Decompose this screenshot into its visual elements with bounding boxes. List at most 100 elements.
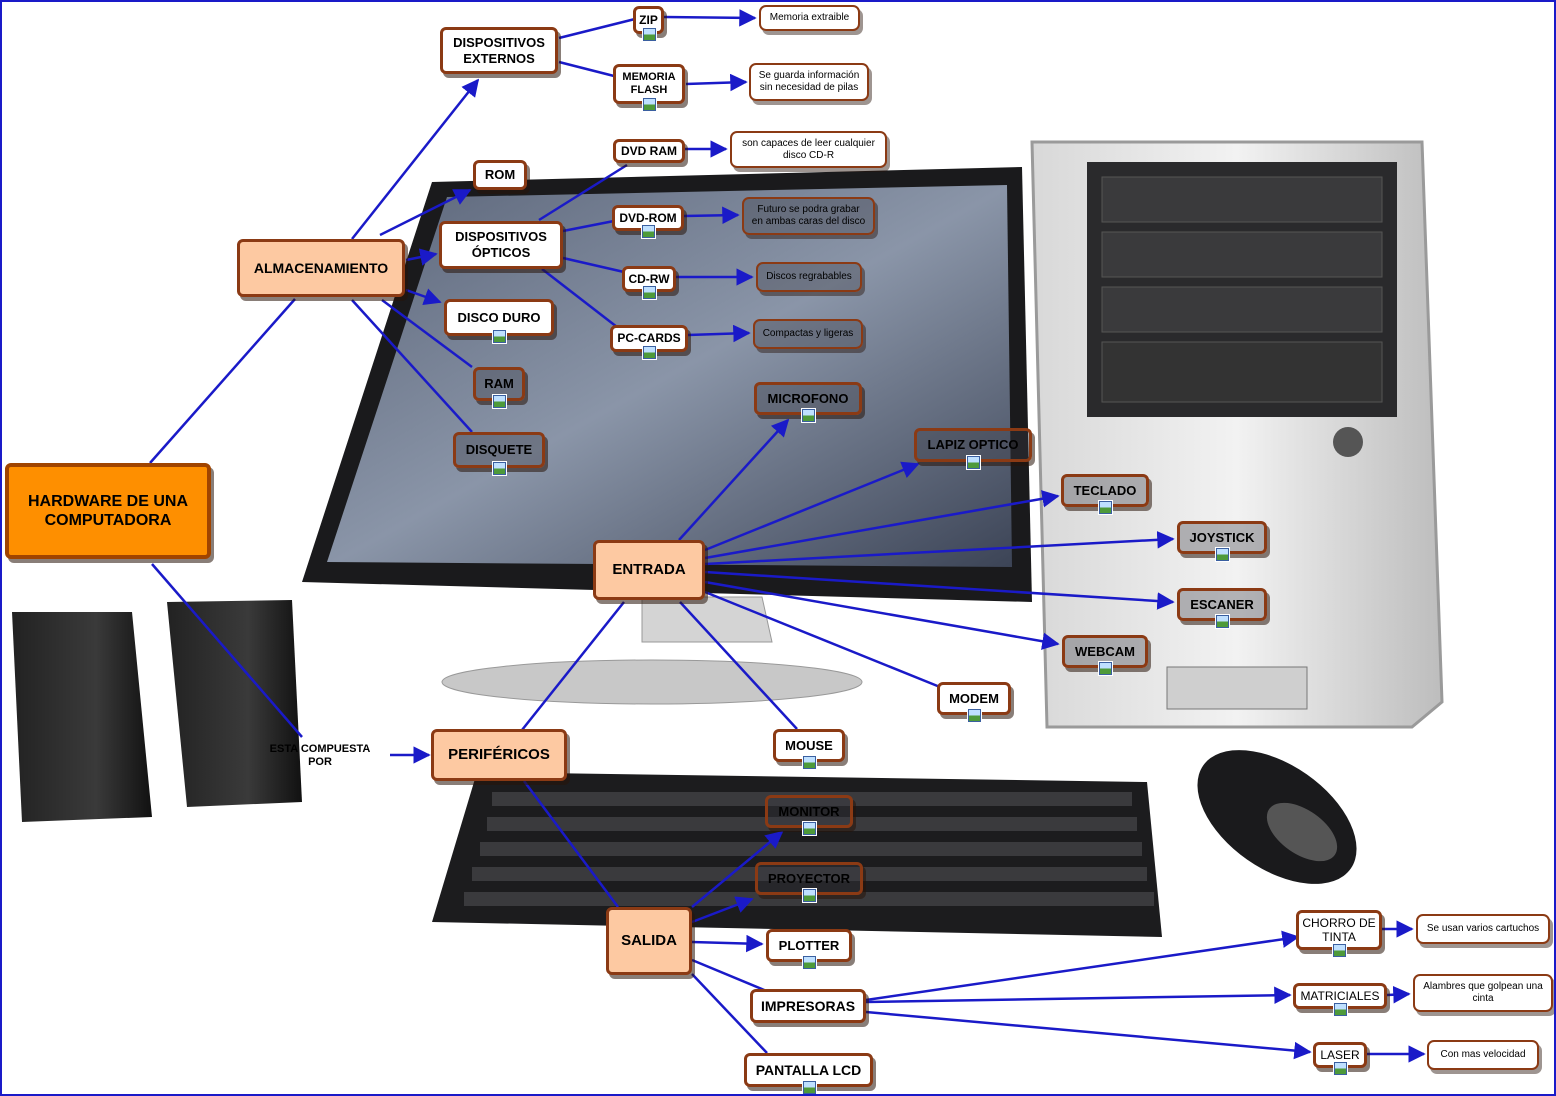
mouse-node[interactable]: MOUSE xyxy=(773,729,845,769)
entrada-label: ENTRADA xyxy=(612,561,686,578)
dvd-ram-note-text: son capaces de leer cualquier disco CD-R xyxy=(742,137,875,161)
teclado-node[interactable]: TECLADO xyxy=(1061,474,1149,514)
root-concept-node[interactable]: HARDWARE DE UNA COMPUTADORA xyxy=(5,463,211,559)
image-icon[interactable] xyxy=(1099,662,1112,675)
image-icon[interactable] xyxy=(493,395,506,408)
image-icon[interactable] xyxy=(642,28,656,41)
memoria-flash-note[interactable]: Se guarda información sin necesidad de p… xyxy=(749,63,869,101)
impresoras-label: IMPRESORAS xyxy=(760,997,856,1014)
image-icon[interactable] xyxy=(643,98,656,111)
connection-line xyxy=(704,490,1060,560)
microfono-label: MICROFONO xyxy=(767,390,849,406)
image-icon[interactable] xyxy=(1216,548,1229,561)
monitor-node[interactable]: MONITOR xyxy=(765,795,853,835)
zip-node[interactable]: ZIP xyxy=(633,6,664,41)
connection-line xyxy=(691,896,754,924)
joystick-label: JOYSTICK xyxy=(1189,529,1255,545)
laser-node[interactable]: LASER xyxy=(1313,1042,1367,1075)
chorro-de-tinta-note-text: Se usan varios cartuchos xyxy=(1426,923,1540,934)
image-icon[interactable] xyxy=(968,709,981,722)
connection-line xyxy=(865,986,1292,1005)
perifericos-node[interactable]: PERIFÉRICOS xyxy=(431,729,567,781)
microfono-node[interactable]: MICROFONO xyxy=(754,382,862,422)
laser-note[interactable]: Con mas velocidad xyxy=(1427,1040,1539,1070)
cd-rw-note[interactable]: Discos regrabables xyxy=(756,262,862,292)
image-icon[interactable] xyxy=(802,1081,816,1094)
connection-line xyxy=(691,973,768,1054)
image-icon[interactable] xyxy=(803,822,816,835)
almacenamiento-label: ALMACENAMIENTO xyxy=(253,259,389,276)
connection-line xyxy=(704,531,1175,566)
matriciales-label: MATRICIALES xyxy=(1300,988,1380,1003)
escaner-node[interactable]: ESCANER xyxy=(1177,588,1267,628)
image-icon[interactable] xyxy=(1099,501,1112,514)
connection-line xyxy=(558,60,615,78)
connection-line xyxy=(405,288,442,306)
image-icon[interactable] xyxy=(493,330,506,343)
connection-line xyxy=(562,256,625,274)
image-icon[interactable] xyxy=(803,756,816,769)
image-icon[interactable] xyxy=(1216,615,1229,628)
connection-line xyxy=(541,268,618,328)
dvd-ram-note[interactable]: son capaces de leer cualquier disco CD-R xyxy=(730,131,887,168)
connection-line xyxy=(562,219,615,233)
zip-note-text: Memoria extraible xyxy=(769,12,850,23)
connection-line xyxy=(522,780,620,908)
joystick-node[interactable]: JOYSTICK xyxy=(1177,521,1267,561)
modem-node[interactable]: MODEM xyxy=(937,682,1011,722)
dvd-ram-node[interactable]: DVD RAM xyxy=(613,139,685,163)
dvd-rom-node[interactable]: DVD-ROM xyxy=(612,205,684,238)
pc-cards-node[interactable]: PC-CARDS xyxy=(610,325,688,359)
pantalla-lcd-label: PANTALLA LCD xyxy=(755,1061,862,1078)
image-icon[interactable] xyxy=(642,225,655,238)
ram-label: RAM xyxy=(484,376,514,392)
image-icon[interactable] xyxy=(493,462,506,475)
proyector-node[interactable]: PROYECTOR xyxy=(755,862,863,902)
connection-line xyxy=(663,9,757,27)
chorro-de-tinta-node[interactable]: CHORRO DE TINTA xyxy=(1296,910,1382,957)
image-icon[interactable] xyxy=(643,286,656,299)
rom-node[interactable]: ROM xyxy=(473,160,527,190)
connection-line xyxy=(538,163,628,222)
lapiz-optico-node[interactable]: LAPIZ OPTICO xyxy=(914,428,1032,469)
image-icon[interactable] xyxy=(967,456,980,469)
pc-cards-label: PC-CARDS xyxy=(617,331,681,346)
plotter-node[interactable]: PLOTTER xyxy=(766,929,852,969)
salida-node[interactable]: SALIDA xyxy=(606,907,692,975)
disco-duro-node[interactable]: DISCO DURO xyxy=(444,299,554,343)
image-icon[interactable] xyxy=(643,346,656,359)
entrada-node[interactable]: ENTRADA xyxy=(593,540,705,600)
webcam-node[interactable]: WEBCAM xyxy=(1062,635,1148,675)
memoria-flash-node[interactable]: MEMORIA FLASH xyxy=(613,64,685,111)
dvd-rom-note[interactable]: Futuro se podra grabar en ambas caras de… xyxy=(742,197,875,235)
pantalla-lcd-node[interactable]: PANTALLA LCD xyxy=(744,1053,873,1094)
matriciales-note[interactable]: Alambres que golpean una cinta xyxy=(1413,974,1553,1012)
ram-node[interactable]: RAM xyxy=(473,367,525,408)
image-icon[interactable] xyxy=(1333,944,1346,957)
impresoras-node[interactable]: IMPRESORAS xyxy=(750,989,866,1023)
image-icon[interactable] xyxy=(803,956,816,969)
image-icon[interactable] xyxy=(1334,1062,1347,1075)
chorro-de-tinta-note[interactable]: Se usan varios cartuchos xyxy=(1416,914,1550,944)
connector-phrase: ESTA COMPUESTA POR xyxy=(269,743,371,769)
zip-label: ZIP xyxy=(639,12,658,27)
root-concept-label: HARDWARE DE UNA COMPUTADORA xyxy=(28,492,188,529)
cd-rw-node[interactable]: CD-RW xyxy=(622,266,676,299)
matriciales-node[interactable]: MATRICIALES xyxy=(1293,983,1387,1016)
memoria-flash-label: MEMORIA FLASH xyxy=(622,70,676,96)
dispositivos-opticos-node[interactable]: DISPOSITIVOS ÓPTICOS xyxy=(439,221,563,269)
laser-label: LASER xyxy=(1320,1047,1360,1062)
salida-label: SALIDA xyxy=(621,932,677,949)
almacenamiento-node[interactable]: ALMACENAMIENTO xyxy=(237,239,405,297)
modem-label: MODEM xyxy=(949,690,999,706)
image-icon[interactable] xyxy=(803,889,816,902)
dispositivos-externos-node[interactable]: DISPOSITIVOS EXTERNOS xyxy=(440,27,558,74)
image-icon[interactable] xyxy=(802,409,815,422)
image-icon[interactable] xyxy=(1334,1003,1347,1016)
zip-note[interactable]: Memoria extraible xyxy=(759,5,860,31)
pc-cards-note[interactable]: Compactas y ligeras xyxy=(753,319,863,349)
proyector-label: PROYECTOR xyxy=(767,870,851,886)
disquete-node[interactable]: DISQUETE xyxy=(453,432,545,475)
